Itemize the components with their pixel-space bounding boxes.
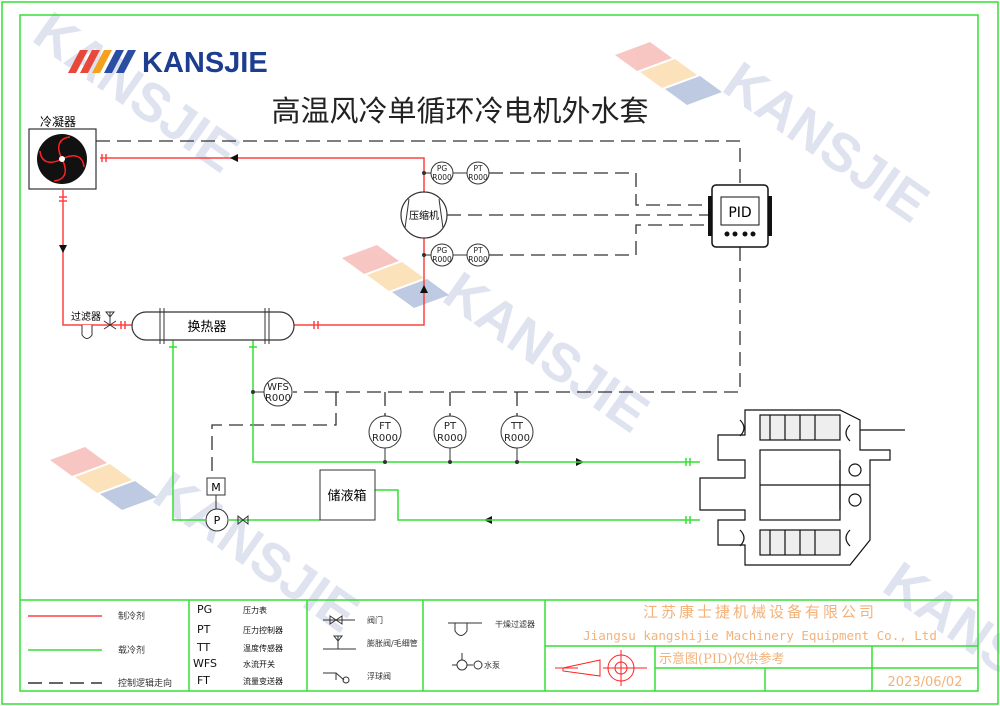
svg-text:WFS: WFS [267,382,289,393]
svg-text:PT: PT [197,623,211,636]
legend-line-types: 制冷剂 载冷剂 控制逻辑走向 [28,610,172,689]
svg-text:R000: R000 [265,393,291,404]
logo-text: KANSJIE [142,47,268,79]
tank-label: 储液箱 [327,488,366,504]
diagram-title: 高温风冷单循环冷电机外水套 [271,94,648,128]
svg-text:R000: R000 [432,173,452,182]
svg-text:干燥过滤器: 干燥过滤器 [495,619,535,629]
svg-text:PG: PG [437,246,448,255]
svg-text:压力表: 压力表 [243,605,267,615]
expansion-valve [103,311,117,330]
svg-text:P: P [214,514,221,527]
heat-exchanger: 换热器 [131,308,295,344]
svg-text:WFS: WFS [193,657,217,670]
pump-motor: M [206,477,226,509]
refrigerant-lines [59,154,425,329]
svg-text:FT: FT [379,421,392,432]
projection-symbol [555,650,647,686]
svg-text:PT: PT [473,246,483,255]
drawing-date: 2023/06/02 [888,675,963,690]
watermark: KANSJIE [433,261,659,444]
svg-text:膨胀阀/毛细管: 膨胀阀/毛细管 [367,638,418,648]
svg-text:压力控制器: 压力控制器 [243,625,283,635]
svg-text:水泵: 水泵 [484,660,500,670]
pid-label: PID [728,205,751,221]
svg-text:水流开关: 水流开关 [243,659,275,669]
pump: P [205,508,229,532]
pid-controller: PID [708,184,772,248]
valve [237,514,249,526]
svg-text:PT: PT [473,164,483,173]
svg-text:TT: TT [196,641,211,654]
legend-abbreviations: PG 压力表 PT 压力控制器 TT 温度传感器 WFS 水流开关 FT 流量变送器 [193,603,283,687]
svg-text:FT: FT [197,674,210,687]
svg-text:控制逻辑走向: 控制逻辑走向 [118,677,172,689]
company-name-en: Jiangsu kangshijie Machinery Equipment C… [583,628,937,643]
svg-text:R000: R000 [437,433,463,444]
svg-text:R000: R000 [468,255,488,264]
svg-text:流量变送器: 流量变送器 [243,676,283,686]
svg-text:PG: PG [197,603,212,616]
filter: 过滤器 [71,310,101,339]
svg-text:温度传感器: 温度传感器 [243,643,283,653]
filter-label: 过滤器 [71,310,101,323]
title-block: 江苏康士捷机械设备有限公司 Jiangsu kangshijie Machine… [545,603,978,691]
reference-note: 示意图(PID)仅供参考 [659,651,784,667]
svg-text:制冷剂: 制冷剂 [118,610,145,622]
svg-text:PT: PT [444,421,457,432]
svg-text:R000: R000 [468,173,488,182]
control-lines [96,140,741,478]
motor-water-jacket [699,409,905,566]
compressor-label: 压缩机 [409,209,439,222]
svg-text:R000: R000 [372,433,398,444]
legend-symbols: 阀门 膨胀阀/毛细管 浮球阀 干燥过滤器 水泵 [323,615,535,684]
inner-border [19,14,979,692]
svg-text:M: M [211,481,221,494]
svg-text:R000: R000 [504,433,530,444]
svg-text:浮球阀: 浮球阀 [367,671,391,681]
compressor: 压缩机 [400,191,448,239]
svg-text:PG: PG [437,164,448,173]
svg-text:R000: R000 [432,255,452,264]
condenser: 冷凝器 [28,114,97,190]
svg-text:载冷剂: 载冷剂 [118,644,145,656]
svg-text:TT: TT [510,421,524,432]
condenser-label: 冷凝器 [40,114,76,129]
watermark-stripes [50,42,722,510]
svg-text:阀门: 阀门 [367,615,383,625]
heat-exchanger-label: 换热器 [187,320,226,335]
company-name-cn: 江苏康士捷机械设备有限公司 [643,603,877,621]
storage-tank: 储液箱 [319,469,376,521]
coolant-lines [169,340,700,524]
logo: KANSJIE [68,47,268,79]
legend: 制冷剂 载冷剂 控制逻辑走向 PG 压力表 PT 压力控制器 TT 温度传感器 WFS… [20,599,978,691]
